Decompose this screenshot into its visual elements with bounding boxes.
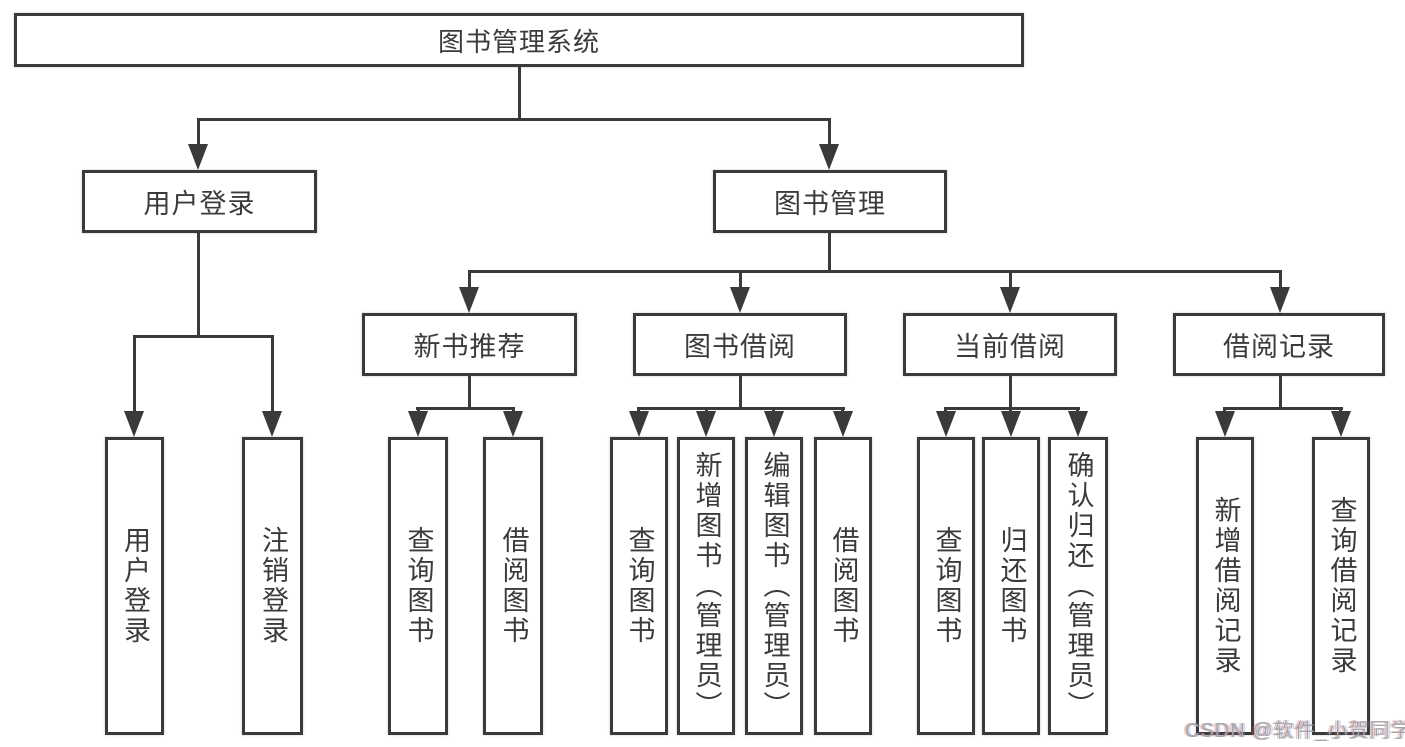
leaf-records-query-record: 查询借阅记录 — [1312, 437, 1370, 735]
connector-borrow-records-split — [1223, 407, 1343, 410]
arrowhead-icon — [1000, 287, 1020, 313]
connector-level1-split — [197, 118, 831, 121]
leaf-borrow-query-books: 查询图书 — [610, 437, 668, 735]
arrowhead-icon — [1068, 411, 1088, 437]
connector-user-login-stem — [197, 233, 200, 337]
node-library-system: 图书管理系统 — [14, 13, 1024, 67]
node-new-book-recommend: 新书推荐 — [362, 313, 577, 376]
leaf-current-confirm-return-admin: 确认归还（管理员） — [1048, 437, 1108, 735]
connector-borrow-records-stem — [1279, 376, 1282, 409]
arrowhead-icon — [124, 411, 144, 437]
connector-level2-split — [468, 270, 1281, 273]
arrowhead-icon — [262, 411, 282, 437]
node-book-borrow: 图书借阅 — [633, 313, 847, 376]
leaf-borrow-borrow-books: 借阅图书 — [814, 437, 872, 735]
connector-drop-new-books — [468, 270, 471, 290]
connector-new-books-stem — [468, 376, 471, 409]
node-user-login: 用户登录 — [82, 170, 317, 233]
arrowhead-icon — [1001, 411, 1021, 437]
arrowhead-icon — [1215, 411, 1235, 437]
arrowhead-icon — [764, 411, 784, 437]
connector-drop-book-borrow — [739, 270, 742, 290]
csdn-watermark: CSDN @软件_小贺同学 — [1185, 720, 1405, 742]
connector-current-borrow-stem — [1009, 376, 1012, 409]
connector-current-borrow-split — [944, 407, 1080, 410]
connector-user-login-split — [133, 335, 274, 338]
connector-book-borrow-split — [637, 407, 845, 410]
arrowhead-icon — [629, 411, 649, 437]
arrowhead-icon — [833, 411, 853, 437]
node-book-management: 图书管理 — [713, 170, 947, 233]
connector-drop-leaf-logout — [271, 335, 274, 413]
leaf-current-return-books: 归还图书 — [982, 437, 1040, 735]
connector-drop-current-borrow — [1009, 270, 1012, 290]
node-current-borrow: 当前借阅 — [903, 313, 1117, 376]
connector-drop-user-login — [197, 118, 200, 148]
connector-drop-book-mgmt — [828, 118, 831, 148]
connector-book-borrow-stem — [739, 376, 742, 409]
arrowhead-icon — [1270, 287, 1290, 313]
leaf-borrow-add-books-admin: 新增图书（管理员） — [677, 437, 735, 735]
leaf-user-login: 用户登录 — [105, 437, 164, 735]
arrowhead-icon — [936, 411, 956, 437]
leaf-newbook-borrow-books: 借阅图书 — [483, 437, 543, 735]
connector-drop-leaf-user-login — [133, 335, 136, 413]
node-borrow-records: 借阅记录 — [1173, 313, 1385, 376]
arrowhead-icon — [459, 287, 479, 313]
arrowhead-icon — [819, 144, 839, 170]
leaf-logout: 注销登录 — [242, 437, 303, 735]
arrowhead-icon — [188, 144, 208, 170]
arrowhead-icon — [503, 411, 523, 437]
arrowhead-icon — [408, 411, 428, 437]
connector-book-mgmt-stem — [828, 233, 831, 272]
leaf-current-query-books: 查询图书 — [917, 437, 975, 735]
connector-drop-borrow-records — [1279, 270, 1282, 290]
leaf-borrow-edit-books-admin: 编辑图书（管理员） — [745, 437, 803, 735]
leaf-records-add-record: 新增借阅记录 — [1196, 437, 1254, 735]
arrowhead-icon — [696, 411, 716, 437]
arrowhead-icon — [1331, 411, 1351, 437]
leaf-newbook-query-books: 查询图书 — [388, 437, 448, 735]
connector-new-books-split — [416, 407, 515, 410]
arrowhead-icon — [730, 287, 750, 313]
connector-root-stem — [518, 67, 521, 120]
